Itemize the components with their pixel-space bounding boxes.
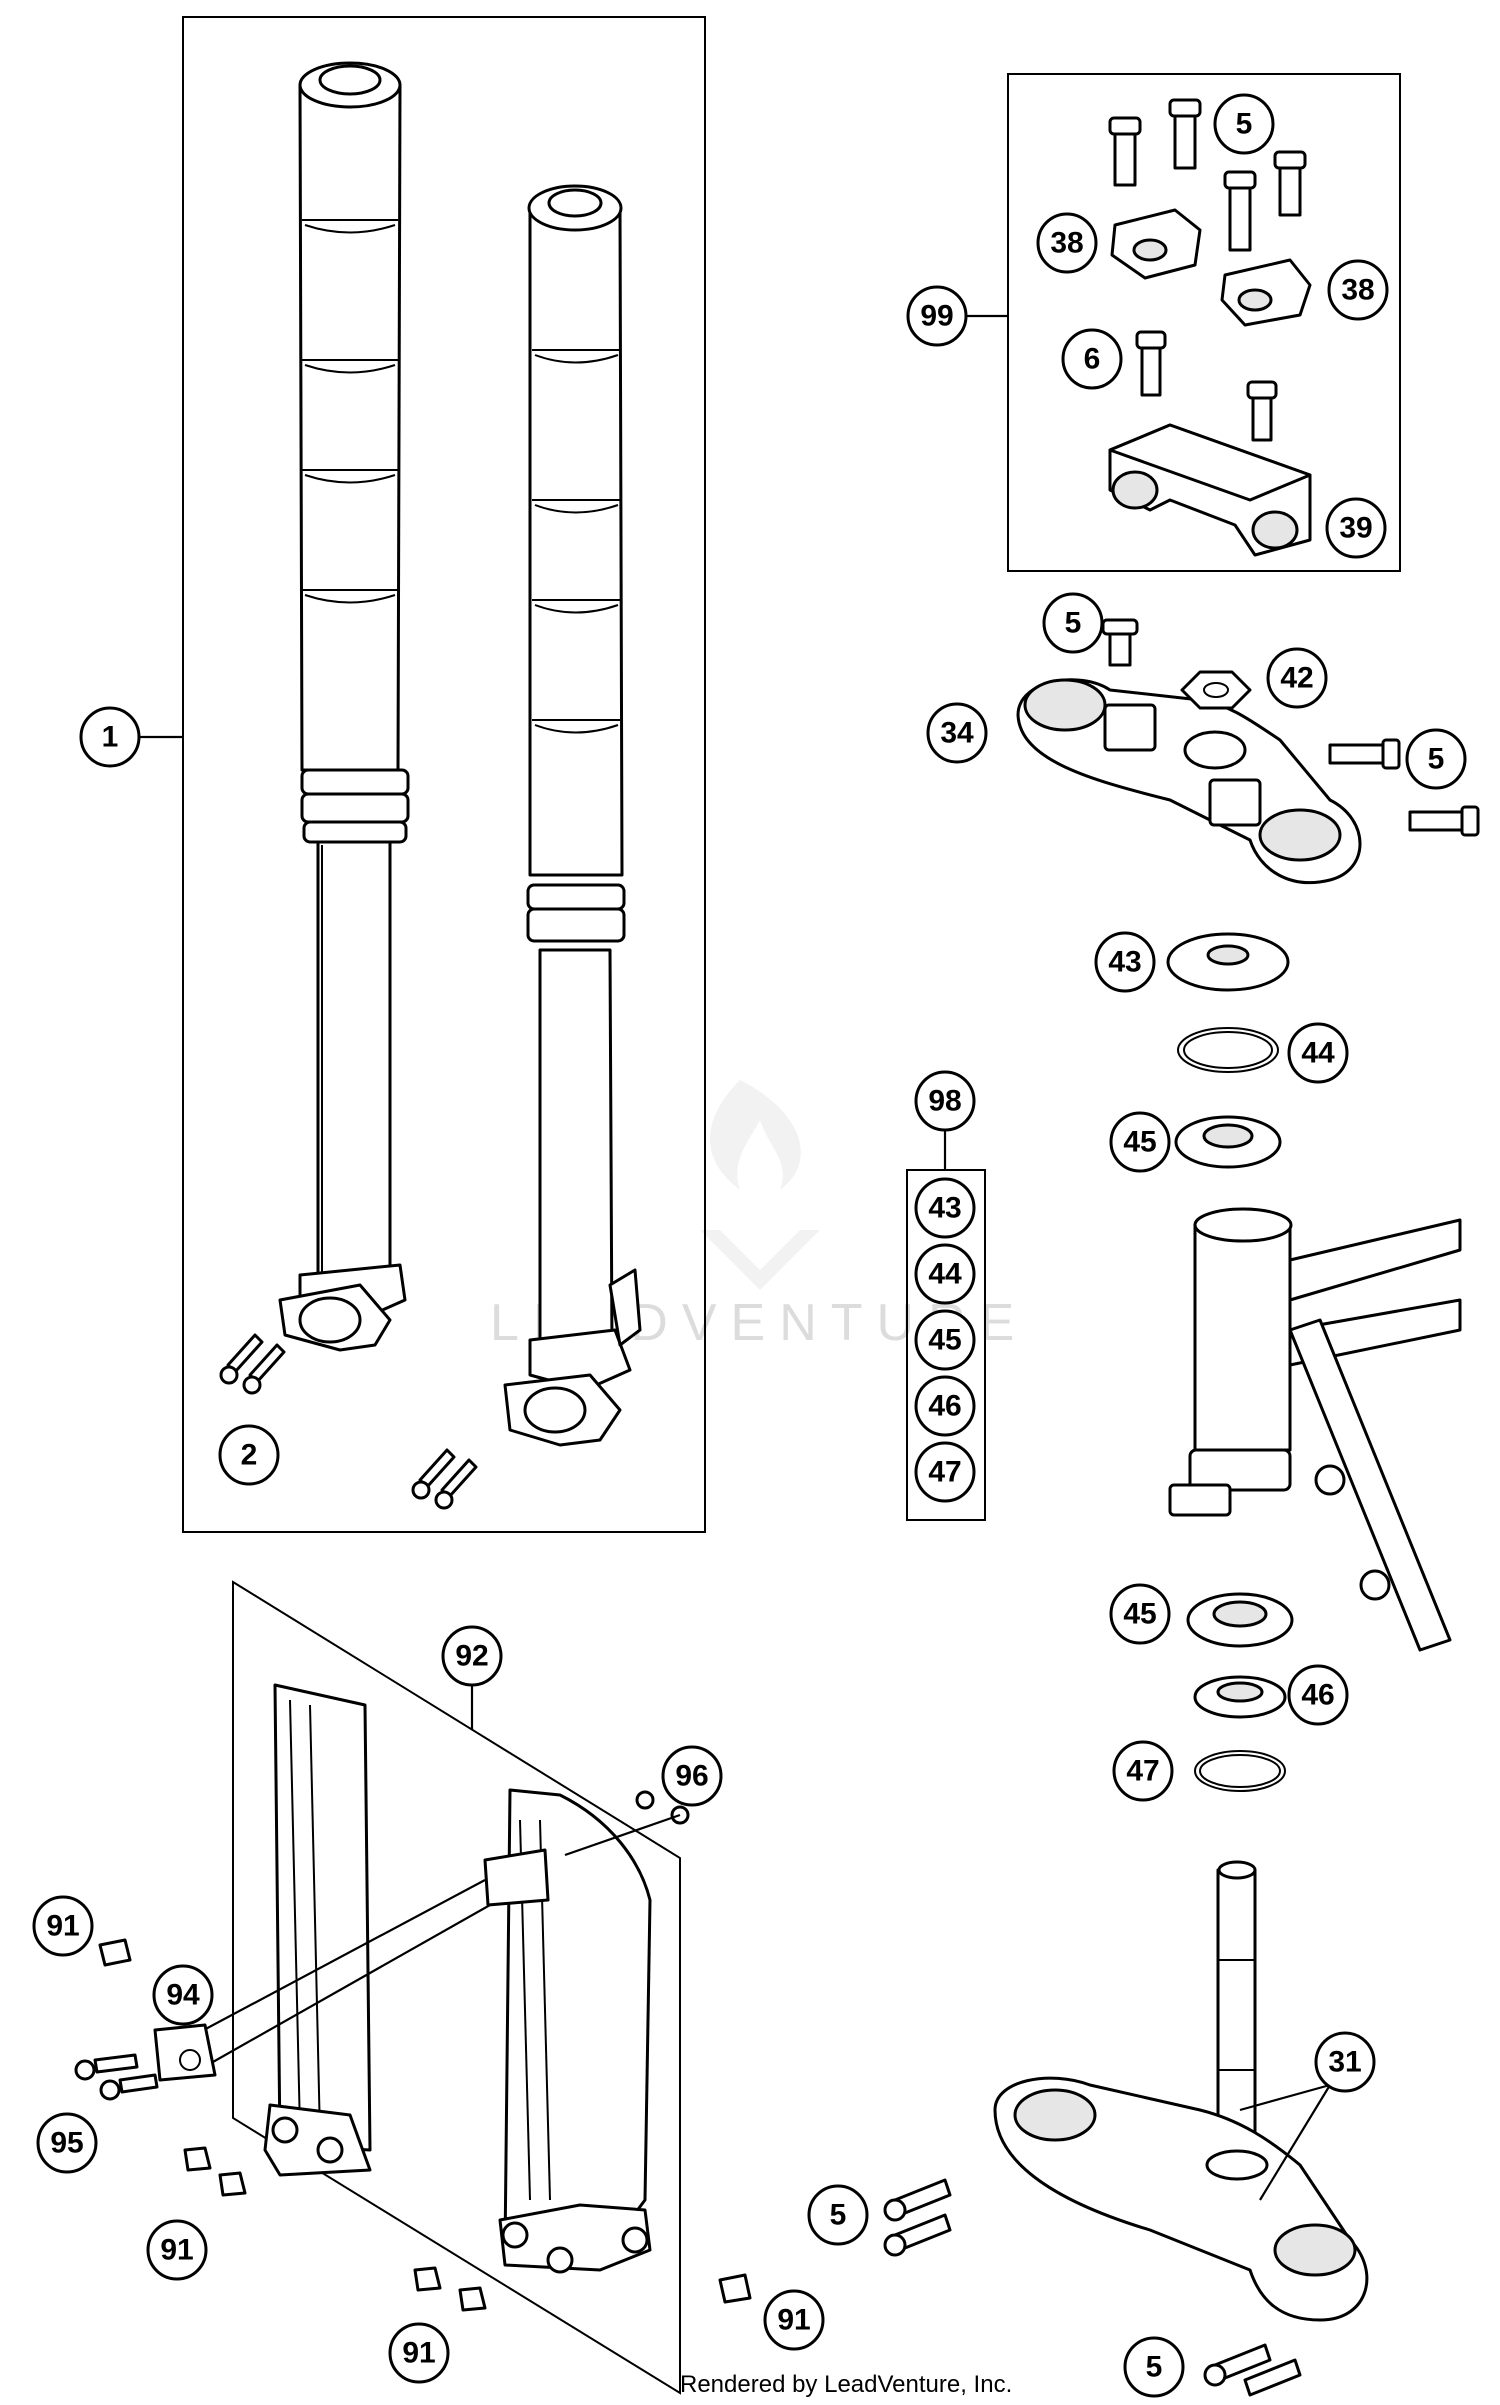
svg-text:99: 99: [920, 300, 953, 333]
callout-5-side[interactable]: 5: [1405, 728, 1467, 790]
svg-text:5: 5: [1428, 743, 1445, 776]
left-fork-leg: [278, 61, 410, 1352]
handlebar-clamp-parts: [1108, 98, 1312, 557]
upper-triple-clamp: [1016, 618, 1480, 885]
callout-47-kit[interactable]: 47: [914, 1441, 976, 1503]
watermark-logo: [700, 1080, 820, 1290]
callout-45-upper[interactable]: 45: [1109, 1111, 1171, 1173]
callout-43-kit[interactable]: 43: [914, 1177, 976, 1239]
svg-text:92: 92: [455, 1640, 488, 1673]
svg-text:47: 47: [1126, 1755, 1159, 1788]
callout-39[interactable]: 39: [1325, 497, 1387, 559]
svg-text:1: 1: [102, 721, 119, 754]
svg-text:5: 5: [1236, 108, 1253, 141]
fork-group-frame: [182, 16, 706, 1533]
callout-5-clamp[interactable]: 5: [1042, 592, 1104, 654]
callout-38-right[interactable]: 38: [1327, 259, 1389, 321]
svg-text:91: 91: [777, 2304, 810, 2337]
svg-text:5: 5: [830, 2199, 847, 2232]
callout-45-lower[interactable]: 45: [1109, 1583, 1171, 1645]
callout-45-kit[interactable]: 45: [914, 1309, 976, 1371]
callout-91-right[interactable]: 91: [763, 2289, 825, 2351]
callout-44-upper[interactable]: 44: [1287, 1022, 1349, 1084]
svg-text:44: 44: [928, 1258, 962, 1291]
callout-99[interactable]: 99: [906, 285, 968, 347]
svg-text:91: 91: [160, 2234, 193, 2267]
svg-text:96: 96: [675, 1760, 708, 1793]
upper-bearings: [1166, 932, 1290, 1169]
svg-text:42: 42: [1280, 662, 1313, 695]
callout-2[interactable]: 2: [218, 1424, 280, 1486]
callout-42[interactable]: 42: [1266, 647, 1328, 709]
fork-guards: [184, 1683, 690, 2274]
svg-text:91: 91: [46, 1910, 79, 1943]
svg-text:98: 98: [928, 1085, 961, 1118]
callout-34[interactable]: 34: [926, 702, 988, 764]
svg-text:2: 2: [241, 1439, 258, 1472]
svg-text:46: 46: [1301, 1679, 1334, 1712]
right-fork-leg: [503, 184, 642, 1447]
callout-91-bottom[interactable]: 91: [388, 2322, 450, 2384]
render-credit: Rendered by LeadVenture, Inc.: [680, 2371, 1012, 2398]
callout-5-lower-left[interactable]: 5: [807, 2184, 869, 2246]
callout-98[interactable]: 98: [914, 1070, 976, 1132]
svg-text:44: 44: [1301, 1037, 1335, 1070]
svg-text:94: 94: [166, 1979, 200, 2012]
callout-44-kit[interactable]: 44: [914, 1243, 976, 1305]
callout-1[interactable]: 1: [79, 706, 141, 768]
steering-head-frame: [1168, 1207, 1462, 1652]
callout-6[interactable]: 6: [1061, 328, 1123, 390]
callout-95[interactable]: 95: [36, 2112, 98, 2174]
callout-31[interactable]: 31: [1314, 2031, 1376, 2093]
svg-text:31: 31: [1328, 2046, 1361, 2079]
callout-92[interactable]: 92: [441, 1625, 503, 1687]
guard-bracket-and-bolts: [74, 1938, 752, 2312]
callout-46-kit[interactable]: 46: [914, 1375, 976, 1437]
callout-38-left[interactable]: 38: [1036, 212, 1098, 274]
svg-text:38: 38: [1050, 227, 1083, 260]
svg-text:39: 39: [1339, 512, 1372, 545]
svg-text:91: 91: [402, 2337, 435, 2370]
callout-43-upper[interactable]: 43: [1094, 931, 1156, 993]
svg-text:45: 45: [1123, 1598, 1156, 1631]
callout-96[interactable]: 96: [661, 1745, 723, 1807]
svg-text:95: 95: [50, 2127, 83, 2160]
callout-46-lower[interactable]: 46: [1287, 1664, 1349, 1726]
svg-text:43: 43: [928, 1192, 961, 1225]
svg-text:45: 45: [928, 1324, 961, 1357]
callout-91-mid[interactable]: 91: [146, 2219, 208, 2281]
callout-91-left[interactable]: 91: [32, 1895, 94, 1957]
callout-5-top[interactable]: 5: [1213, 93, 1275, 155]
svg-text:34: 34: [940, 717, 974, 750]
lower-triple-clamp: [883, 1860, 1369, 2397]
svg-text:5: 5: [1065, 607, 1082, 640]
callout-5-lower-bottom[interactable]: 5: [1123, 2336, 1185, 2398]
lower-bearings: [1186, 1592, 1294, 1792]
callout-94[interactable]: 94: [152, 1964, 214, 2026]
svg-text:38: 38: [1341, 274, 1374, 307]
svg-text:46: 46: [928, 1390, 961, 1423]
callout-47-lower[interactable]: 47: [1112, 1740, 1174, 1802]
svg-text:47: 47: [928, 1456, 961, 1489]
fork-clamp-bolts: [219, 1333, 478, 1510]
svg-text:6: 6: [1084, 343, 1101, 376]
svg-text:43: 43: [1108, 946, 1141, 979]
svg-text:45: 45: [1123, 1126, 1156, 1159]
fork-guard-frame: [232, 1580, 681, 2395]
svg-text:5: 5: [1146, 2351, 1163, 2384]
handlebar-clamp-frame: [1007, 73, 1401, 572]
